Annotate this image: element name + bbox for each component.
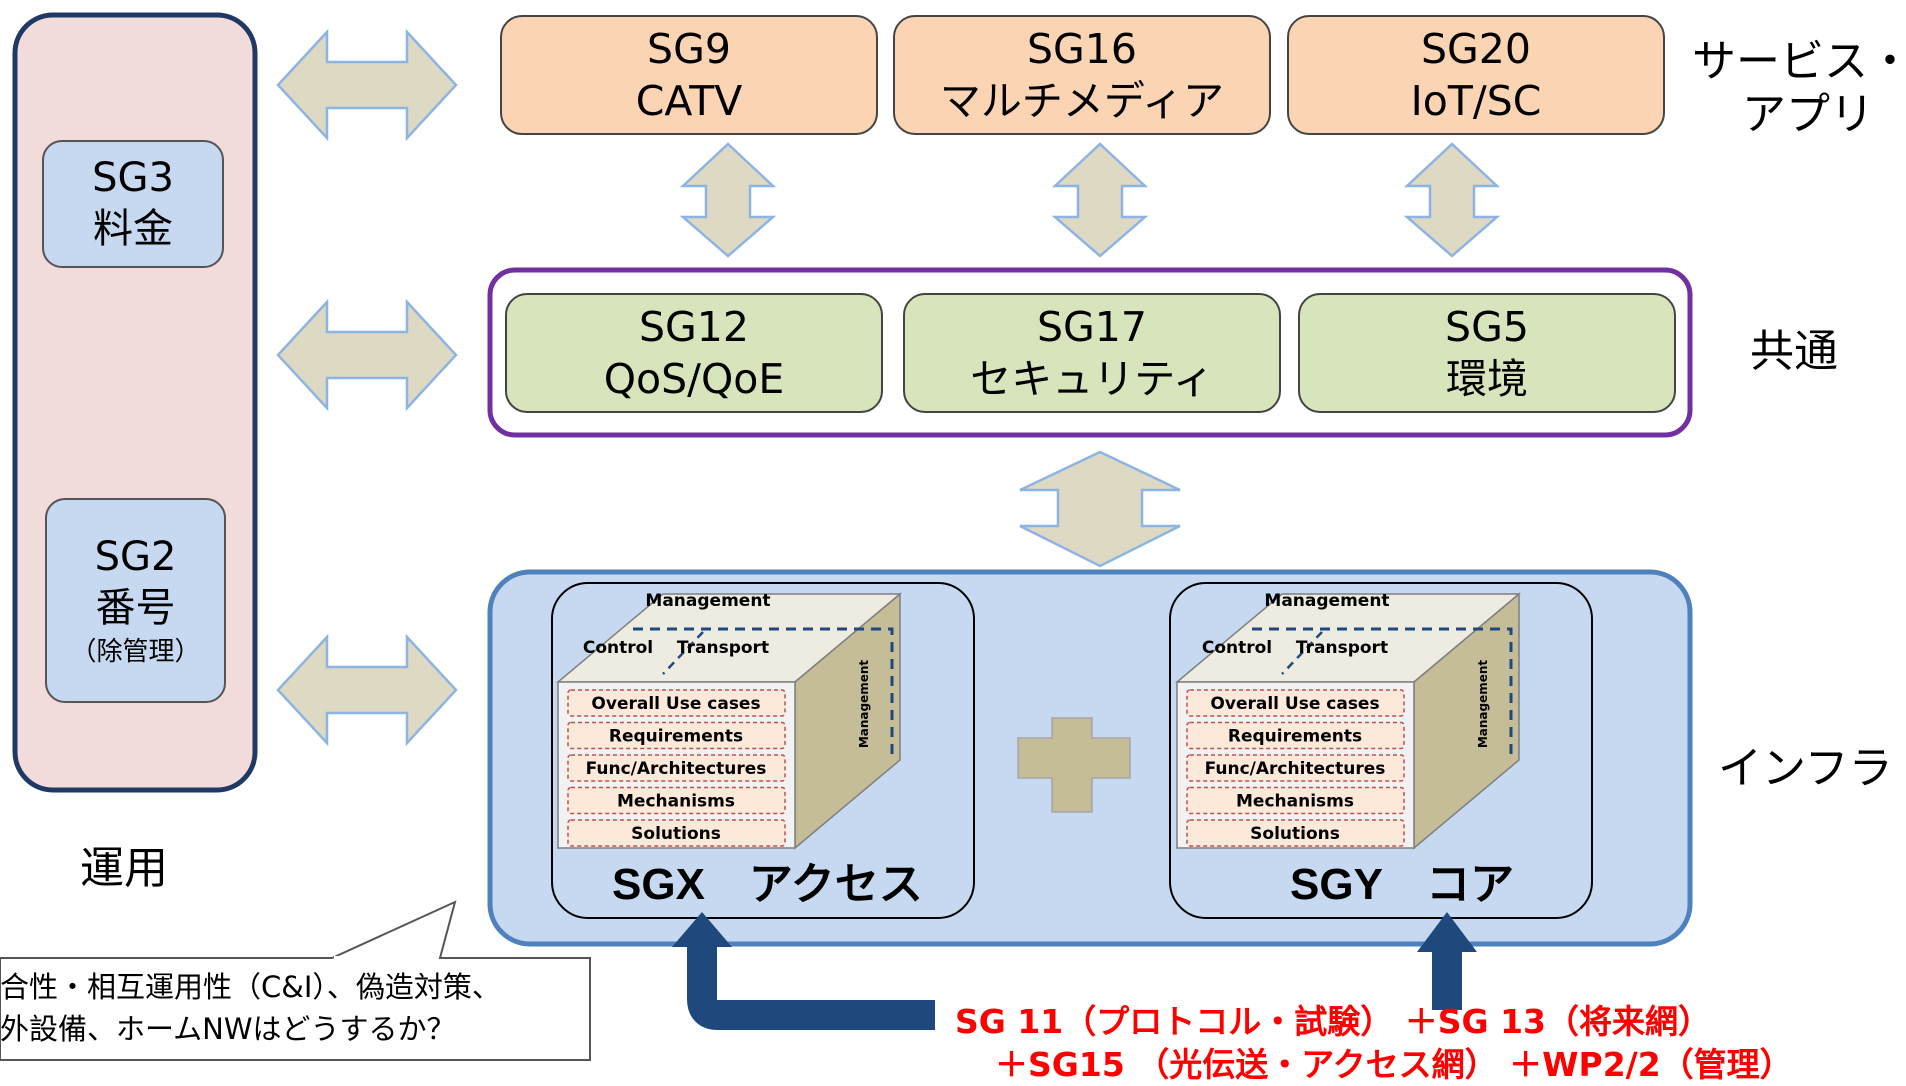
sgx-layer-box [567,819,786,847]
sg5-subject: 環境 [1446,355,1528,403]
sgx-control-divider [662,631,704,675]
sgy-management-line [1252,627,1513,755]
sgy-management-top-label: Management [1264,591,1389,611]
sgy-control-divider [1281,631,1323,675]
sgy-management-side-label: Management [1476,660,1490,749]
sgx-layer-label: Overall Use cases [591,694,760,714]
sgy-layer-box [1186,721,1405,750]
sg3-subject: 料金 [93,206,173,252]
sg9-label: SG9 [647,24,731,73]
sgy-title: SGY コア [1290,860,1515,909]
sg20-mid-double-arrow [1403,142,1501,258]
sg20-subject: IoT/SC [1410,77,1542,125]
navy-stem-right [1432,950,1462,1010]
plus-sign [1017,717,1131,813]
sg12-subject: QoS/QoE [603,355,785,403]
sgx-container [551,582,975,919]
sg2-label: SG2 [94,533,177,580]
sg17-subject: セキュリティ [970,355,1214,403]
sgy-layer-label: Mechanisms [1236,792,1354,812]
sg9-mid-double-arrow [679,142,777,258]
sgy-layer-box [1186,754,1405,782]
sg16-mid-double-arrow [1051,142,1149,258]
callout-line1: 合性・相互運用性（C&I）、偽造対策、 [0,970,501,1004]
sgy-container [1169,582,1593,919]
sgy-layer-box [1186,786,1405,815]
navy-arrowhead-right [1417,912,1477,952]
sgx-layer-label: Solutions [631,824,721,844]
callout-bubble [0,900,591,1061]
sg2-box: SG2 番号 （除管理） [45,498,226,703]
navy-arrowhead-left [672,912,732,947]
sg5-box: SG5 環境 [1298,293,1676,413]
sg17-box: SG17 セキュリティ [903,293,1281,413]
sgx-transport-label: Transport [677,638,769,658]
sg2-subject: 番号 [95,584,176,631]
sgy-layer-label: Solutions [1250,824,1340,844]
sgy-layer-label: Requirements [1228,727,1362,747]
sgy-layer-box [1186,689,1405,717]
ops-infra-double-arrow [276,633,458,747]
footer-red-line1: SG 11（プロトコル・試験） ＋SG 13（将来網） [955,1002,1712,1041]
navy-bent-arrow-left [687,945,935,1030]
sgx-layer-label: Mechanisms [617,792,735,812]
common-layer-label: 共通 [1750,326,1838,377]
services-layer-label: サービス・ アプリ [1692,36,1906,142]
sgy-layer-label: Overall Use cases [1210,694,1379,714]
sgx-layer-label: Requirements [609,727,743,747]
sgx-control-label: Control [583,638,653,658]
sg20-label: SG20 [1421,24,1531,73]
sg3-box: SG3 料金 [42,140,224,268]
sg12-box: SG12 QoS/QoE [505,293,883,413]
sgx-layer-label: Func/Architectures [586,759,767,779]
common-infra-double-arrow [1019,450,1181,568]
sgx-title: SGX アクセス [612,860,923,909]
sgx-management-side-label: Management [857,660,871,749]
sg16-box: SG16 マルチメディア [893,15,1271,135]
callout-text: 合性・相互運用性（C&I）、偽造対策、 外設備、ホームNWはどうするか？ [0,966,586,1050]
ops-mid-double-arrow [276,298,458,412]
sgx-layer-box [567,754,786,782]
sg5-label: SG5 [1445,302,1529,351]
sg12-label: SG12 [639,302,749,351]
sgx-layer-box [567,689,786,717]
sg16-label: SG16 [1027,24,1137,73]
sg9-box: SG9 CATV [500,15,878,135]
sg9-subject: CATV [635,77,743,125]
sgx-management-top-label: Management [645,591,770,611]
sgy-layer-label: Func/Architectures [1205,759,1386,779]
callout-line2: 外設備、ホームNWはどうするか？ [0,1012,456,1047]
operations-caption: 運用 [80,843,168,894]
sgx-layer-box [567,786,786,815]
services-layer-label-line1: サービス・ [1692,36,1906,87]
ops-top-double-arrow [276,28,458,142]
sgx-layer-box [567,721,786,750]
footer-red-line2: ＋SG15 （光伝送・アクセス網） ＋WP2/2（管理） [995,1045,1793,1084]
sgy-transport-label: Transport [1296,638,1388,658]
sg20-box: SG20 IoT/SC [1287,15,1665,135]
sg17-label: SG17 [1037,302,1147,351]
infra-layer-label: インフラ [1718,743,1893,794]
services-layer-label-line2: アプリ [1742,88,1874,140]
sgy-layer-box [1186,819,1405,847]
sg2-note: （除管理） [70,637,201,668]
sgx-management-line [633,627,894,755]
sgy-control-label: Control [1202,638,1272,658]
sg16-subject: マルチメディア [939,77,1225,125]
sg3-label: SG3 [92,154,174,201]
